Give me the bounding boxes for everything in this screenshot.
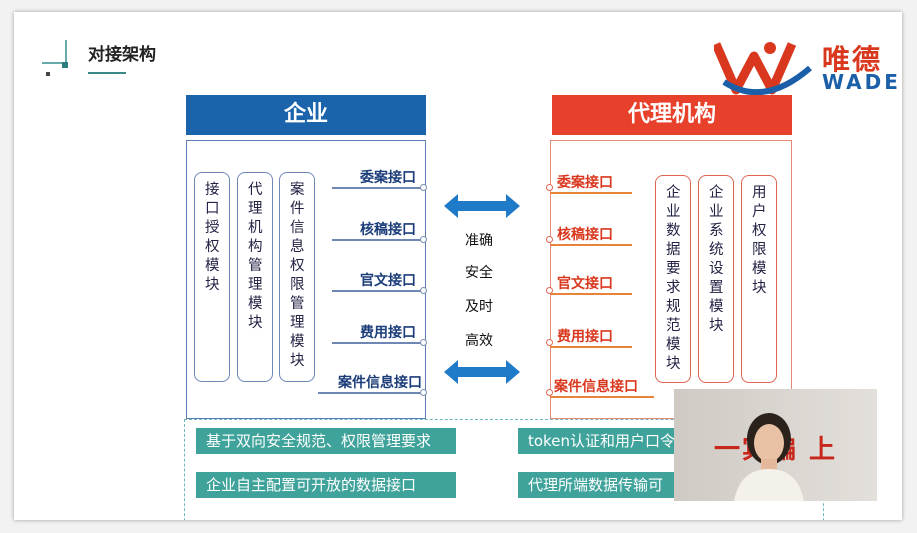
connector-dot <box>546 287 553 294</box>
connector-dot <box>420 389 427 396</box>
connector-dot <box>546 184 553 191</box>
enterprise-interface: 案件信息接口 <box>338 375 422 391</box>
presenter-video: 一宾骗 上 <box>674 389 877 501</box>
decor-square <box>62 62 68 68</box>
agency-interface: 官文接口 <box>557 276 613 292</box>
decor-square <box>46 72 50 76</box>
presenter-figure-icon <box>734 413 804 501</box>
agency-interface: 核稿接口 <box>557 227 613 243</box>
connector-dot <box>546 236 553 243</box>
interface-underline <box>550 192 632 194</box>
enterprise-interface: 委案接口 <box>360 170 416 186</box>
connector-dot <box>420 236 427 243</box>
interface-underline <box>550 293 632 295</box>
title-underline <box>88 72 126 74</box>
decor-line <box>42 62 66 64</box>
agency-interface: 案件信息接口 <box>554 379 638 395</box>
middle-keyword: 高效 <box>465 333 493 349</box>
logo-english-text: WADE <box>822 70 901 94</box>
middle-keyword: 安全 <box>465 265 493 281</box>
feature-bar: 企业自主配置可开放的数据接口 <box>196 472 456 498</box>
feature-bar: 基于双向安全规范、权限管理要求 <box>196 428 456 454</box>
enterprise-module: 案件信息权限管理模块 <box>279 172 315 382</box>
agency-module: 企业数据要求规范模块 <box>655 175 691 383</box>
double-arrow-icon <box>444 194 520 218</box>
enterprise-module: 代理机构管理模块 <box>237 172 273 382</box>
connector-dot <box>420 287 427 294</box>
interface-underline <box>332 342 424 344</box>
logo-chinese-text: 唯德 <box>822 43 883 76</box>
agency-module: 用户权限模块 <box>741 175 777 383</box>
agency-interface: 委案接口 <box>557 175 613 191</box>
agency-module: 企业系统设置模块 <box>698 175 734 383</box>
enterprise-header: 企业 <box>186 95 426 135</box>
slide: 对接架构 唯德 WADE 企业 接口授权模块 代理机构管理模块 案件信息权限管理… <box>14 12 902 520</box>
connector-dot <box>420 339 427 346</box>
interface-underline <box>550 346 632 348</box>
middle-keyword: 准确 <box>465 233 493 249</box>
wade-logo-icon <box>714 42 812 96</box>
interface-underline <box>550 396 654 398</box>
interface-underline <box>332 239 424 241</box>
agency-interface: 费用接口 <box>557 329 613 345</box>
enterprise-interface: 官文接口 <box>360 273 416 289</box>
decor-line <box>65 40 67 64</box>
interface-underline <box>318 392 424 394</box>
enterprise-interface: 核稿接口 <box>360 222 416 238</box>
connector-dot <box>420 184 427 191</box>
enterprise-interface: 费用接口 <box>360 325 416 341</box>
middle-keyword: 及时 <box>465 299 493 315</box>
interface-underline <box>332 290 424 292</box>
agency-header: 代理机构 <box>552 95 792 135</box>
feature-bar: 代理所端数据传输可 <box>518 472 678 498</box>
interface-underline <box>550 244 632 246</box>
connector-dot <box>546 339 553 346</box>
enterprise-module: 接口授权模块 <box>194 172 230 382</box>
feature-bar: token认证和用户口令 <box>518 428 678 454</box>
double-arrow-icon <box>444 360 520 384</box>
slide-title: 对接架构 <box>88 45 156 65</box>
interface-underline <box>332 187 424 189</box>
connector-dot <box>546 389 553 396</box>
